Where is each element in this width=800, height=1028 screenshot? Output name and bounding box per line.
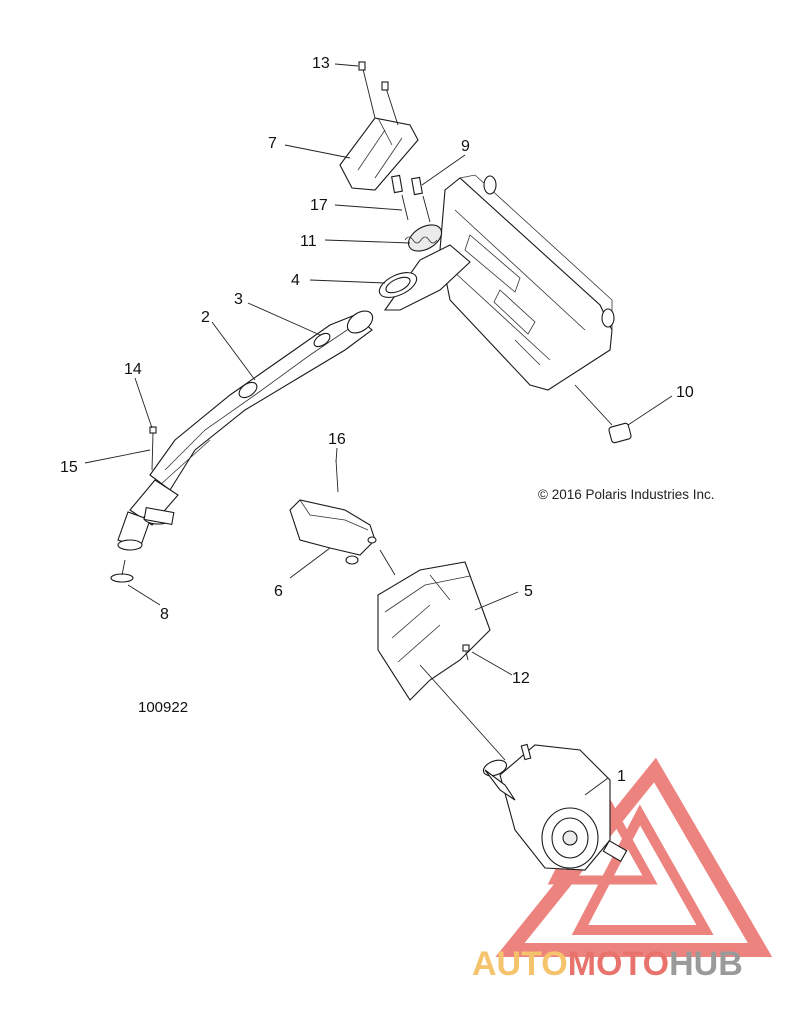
screw (462, 644, 470, 661)
head-pipe (117, 310, 374, 551)
svg-text:AUTOMOTOHUB: AUTOMOTOHUB (472, 945, 743, 983)
spacers (391, 174, 431, 223)
callout-9: 9 (461, 138, 470, 155)
silencer-end (482, 743, 628, 871)
callout-12: 12 (512, 670, 530, 687)
gasket (110, 559, 134, 583)
watermark-triangle-inner (571, 804, 714, 935)
callout-3: 3 (234, 291, 243, 308)
watermark-moto: MOTO (568, 945, 669, 983)
spring (404, 236, 438, 244)
plug (574, 384, 632, 444)
callout-13: 13 (312, 55, 330, 72)
callout-16: 16 (328, 431, 346, 448)
callout-14: 14 (124, 361, 142, 378)
drawing-number: 100922 (138, 699, 188, 716)
callout-17: 17 (310, 197, 328, 214)
watermark-hub: HUB (669, 945, 743, 983)
watermark-wordmark: AUTOMOTOHUB (472, 945, 743, 983)
callout-2: 2 (201, 309, 210, 326)
bolts (358, 61, 399, 126)
sensor (149, 426, 157, 471)
callout-10: 10 (676, 384, 694, 401)
callout-labels: 1 2 3 4 5 6 7 8 9 10 11 12 13 14 15 16 1… (60, 55, 694, 785)
muffler-assembly (439, 174, 615, 391)
mount-bracket (339, 117, 419, 191)
callout-11: 11 (300, 233, 317, 250)
callout-4: 4 (291, 272, 300, 289)
heat-shield-large (377, 561, 506, 761)
callout-1: 1 (617, 768, 626, 785)
copyright-text: © 2016 Polaris Industries Inc. (538, 487, 715, 502)
callout-6: 6 (274, 583, 283, 600)
callout-7: 7 (268, 135, 277, 152)
callout-15: 15 (60, 459, 78, 476)
heat-shield-small (289, 459, 396, 576)
callout-8: 8 (160, 606, 169, 623)
callout-5: 5 (524, 583, 533, 600)
watermark-auto: AUTO (472, 945, 568, 983)
outlet-flange (378, 224, 471, 311)
leader-lines (84, 63, 673, 796)
